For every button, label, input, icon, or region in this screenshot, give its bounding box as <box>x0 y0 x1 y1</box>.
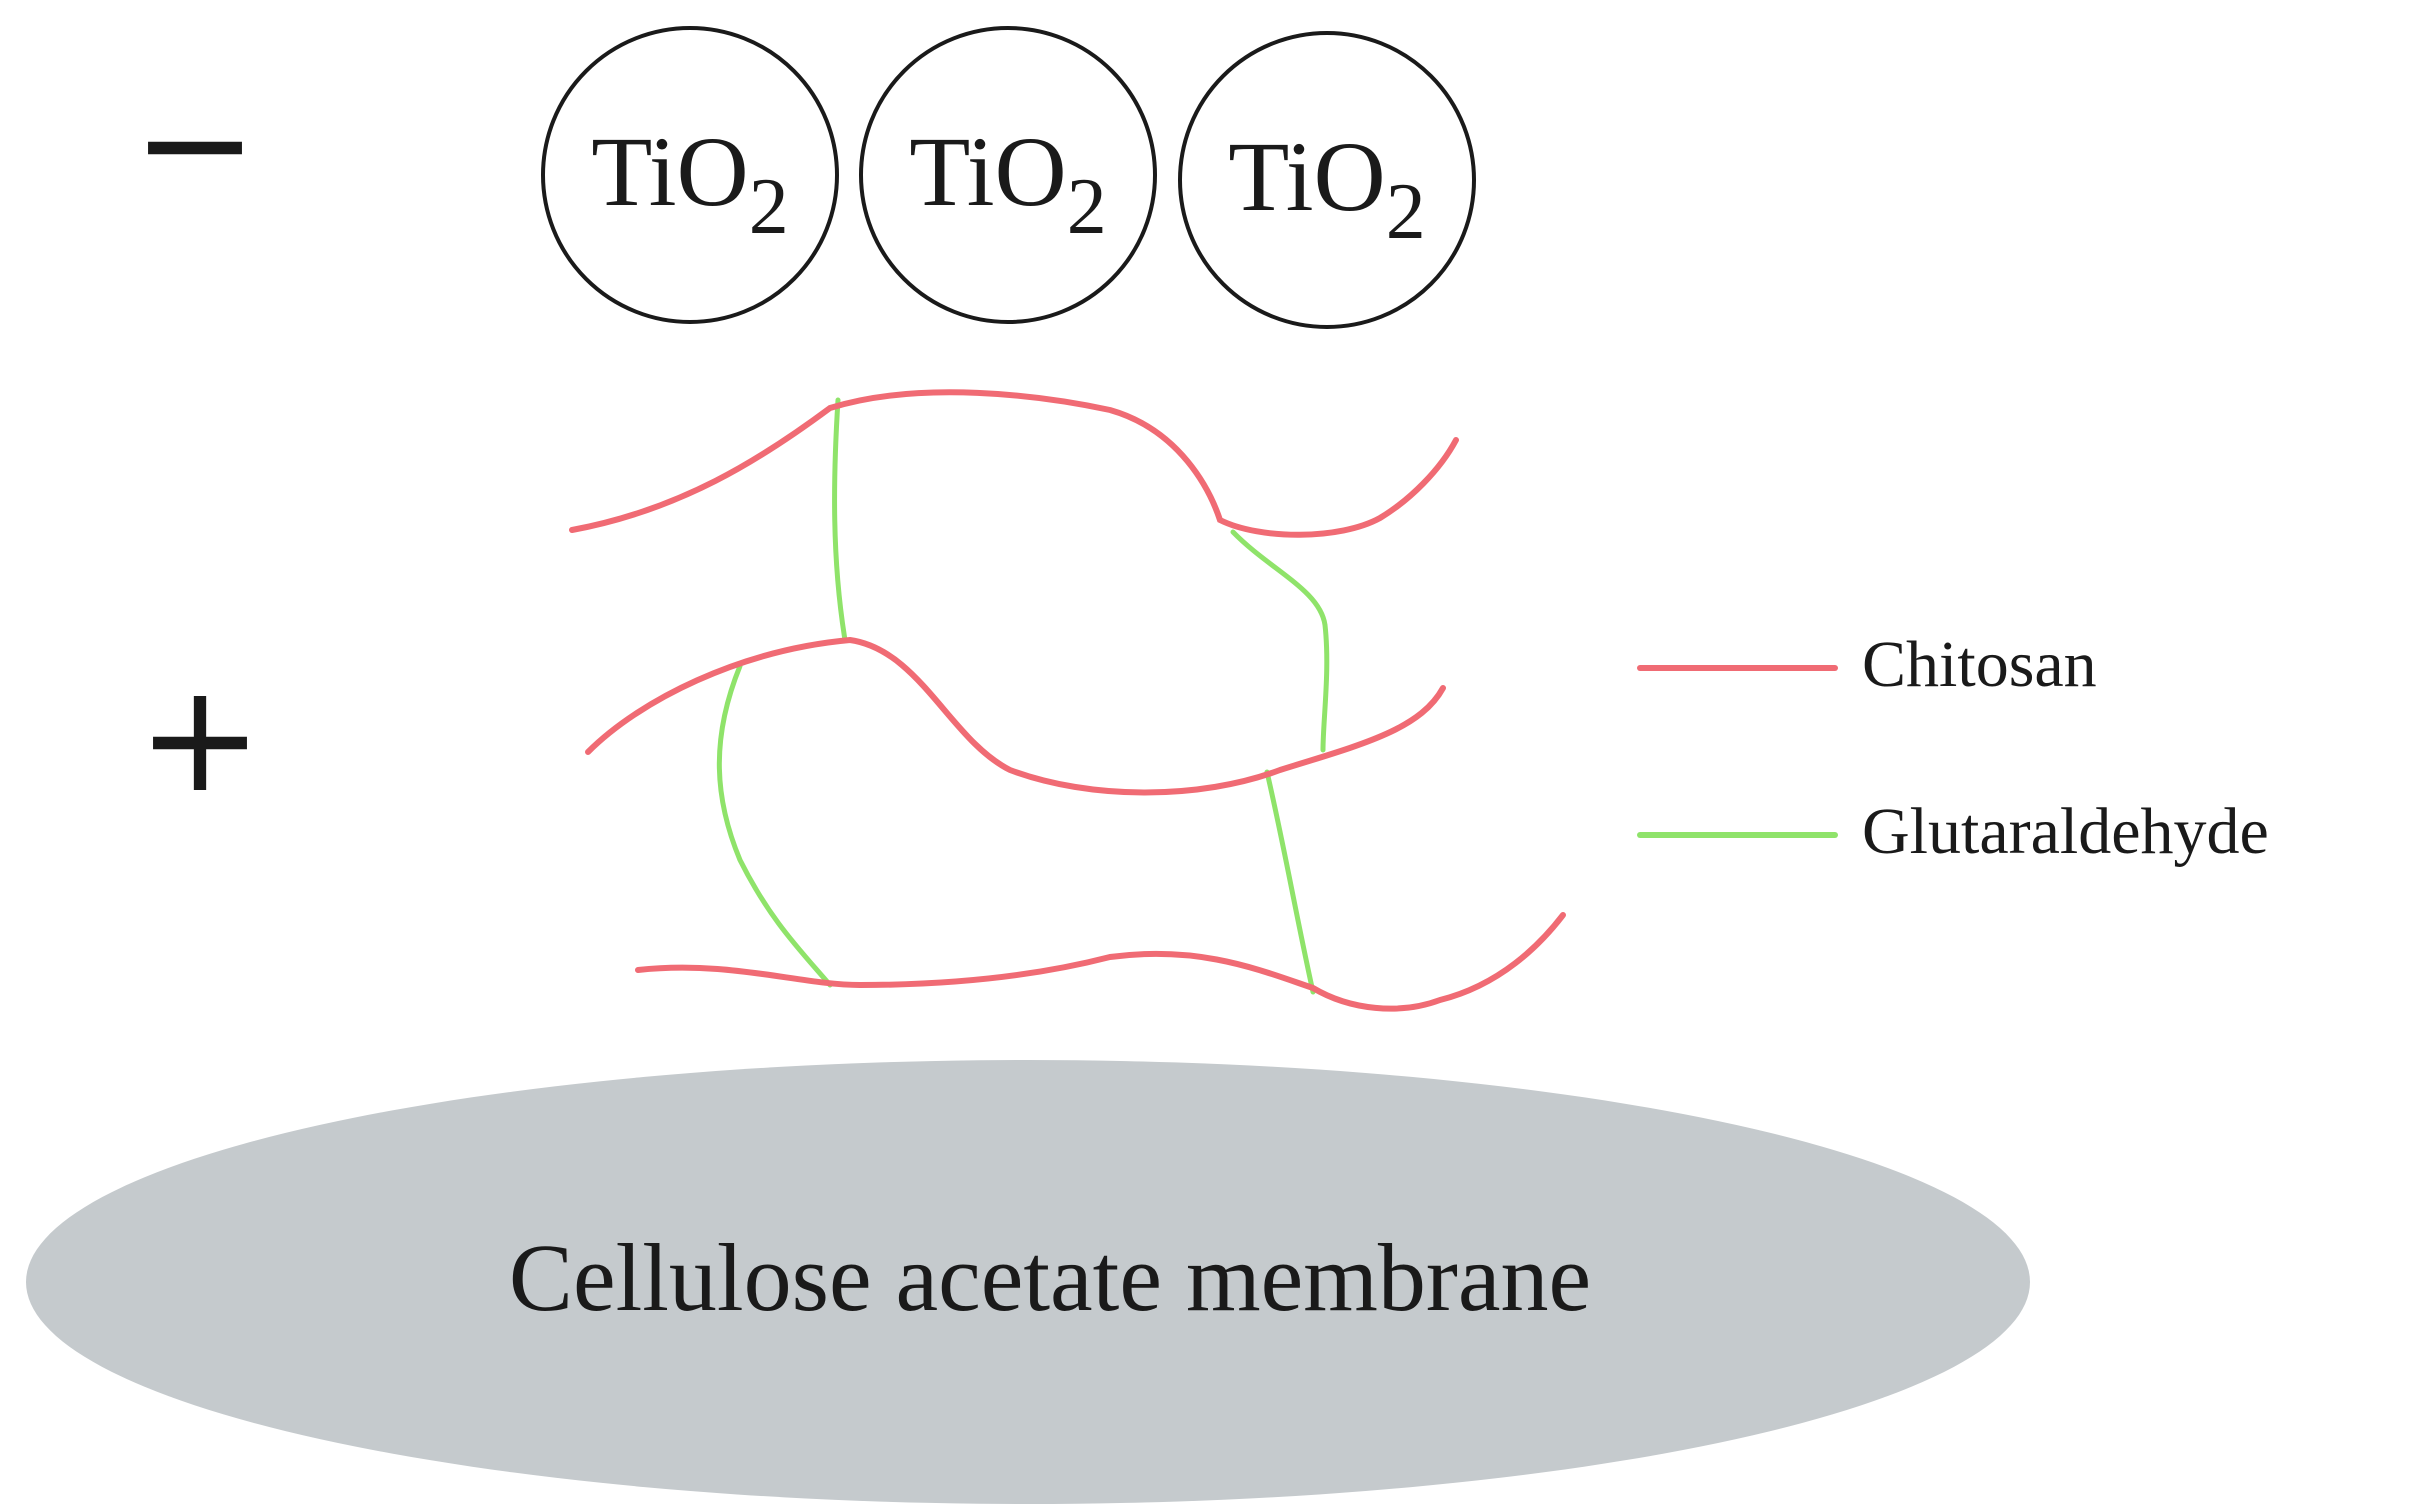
crosslink-3 <box>716 663 833 988</box>
membrane-label: Cellulose acetate membrane <box>509 1224 1591 1331</box>
legend-chitosan-label: Chitosan <box>1862 628 2097 701</box>
tio2-particle-1: TiO2 <box>541 26 839 324</box>
tio2-particle-1-subscript: 2 <box>749 163 789 251</box>
tio2-particle-2-base: TiO <box>909 116 1067 227</box>
svg-text:TiO2: TiO2 <box>909 116 1107 251</box>
tio2-particle-3-base: TiO <box>1228 121 1386 232</box>
chitosan-chains <box>569 389 1566 1012</box>
membrane: Cellulose acetate membrane <box>26 1060 2030 1504</box>
positive-charge-sign: + <box>137 652 263 826</box>
crosslink-2 <box>1230 529 1330 753</box>
legend-glutaraldehyde-label: Glutaraldehyde <box>1862 795 2269 868</box>
chitosan-chain-middle <box>585 636 1446 796</box>
chitosan-chain-top <box>569 389 1459 538</box>
negative-charge-sign: − <box>132 57 258 231</box>
crosslink-1 <box>832 397 848 643</box>
chitosan-chain-bottom <box>635 912 1566 1012</box>
tio2-particle-2-subscript: 2 <box>1067 163 1107 251</box>
legend: Chitosan Glutaraldehyde <box>1637 628 2269 868</box>
tio2-particle-3-subscript: 2 <box>1386 168 1426 256</box>
glutaraldehyde-crosslinks <box>716 397 1330 995</box>
tio2-particle-1-base: TiO <box>591 116 749 227</box>
membrane-ellipse <box>26 1060 2030 1504</box>
tio2-particle-3: TiO2 <box>1178 31 1476 329</box>
crosslink-4 <box>1264 769 1316 995</box>
svg-text:TiO2: TiO2 <box>1228 121 1426 256</box>
svg-text:TiO2: TiO2 <box>591 116 789 251</box>
tio2-particle-2: TiO2 <box>859 26 1157 324</box>
